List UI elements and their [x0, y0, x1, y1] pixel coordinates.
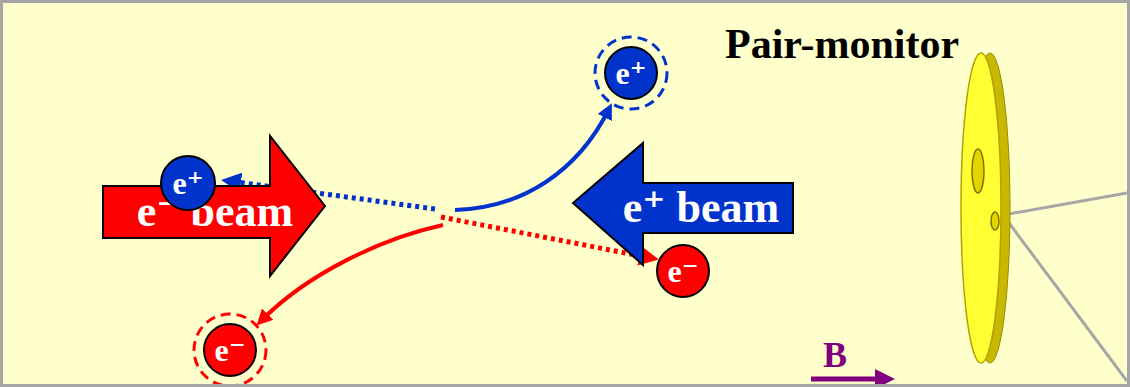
dashed-ring	[595, 37, 667, 109]
pair-monitor-disk	[961, 53, 1001, 363]
beam-hole	[991, 212, 999, 230]
field-arrow	[811, 377, 887, 382]
beam-label: e⁺ beam	[623, 186, 779, 230]
beam-hole	[972, 149, 984, 193]
particle-label: e⁺	[615, 57, 646, 89]
dashed-ring	[194, 314, 266, 384]
particle-label: e⁻	[214, 334, 245, 366]
title-label: Pair-monitor	[725, 23, 959, 65]
beam-arrow: e⁻ beam	[103, 136, 325, 276]
beam-label: e⁻ beam	[137, 190, 293, 234]
callout-line	[1003, 215, 1127, 381]
particle-label: e⁺	[172, 167, 203, 199]
particle-circle: e⁻	[656, 244, 710, 298]
field-label: B	[823, 337, 847, 373]
arrow-outline	[103, 136, 325, 276]
callout-line	[1003, 193, 1127, 215]
particle-label: e⁻	[667, 255, 698, 287]
node-layer: e⁻ beame⁺e⁺e⁺ beame⁻e⁻Pair-monitorB	[3, 3, 1130, 387]
particle-circle: e⁺	[604, 46, 658, 100]
particle-circle: e⁺	[160, 155, 216, 211]
particle-circle: e⁻	[203, 323, 257, 377]
